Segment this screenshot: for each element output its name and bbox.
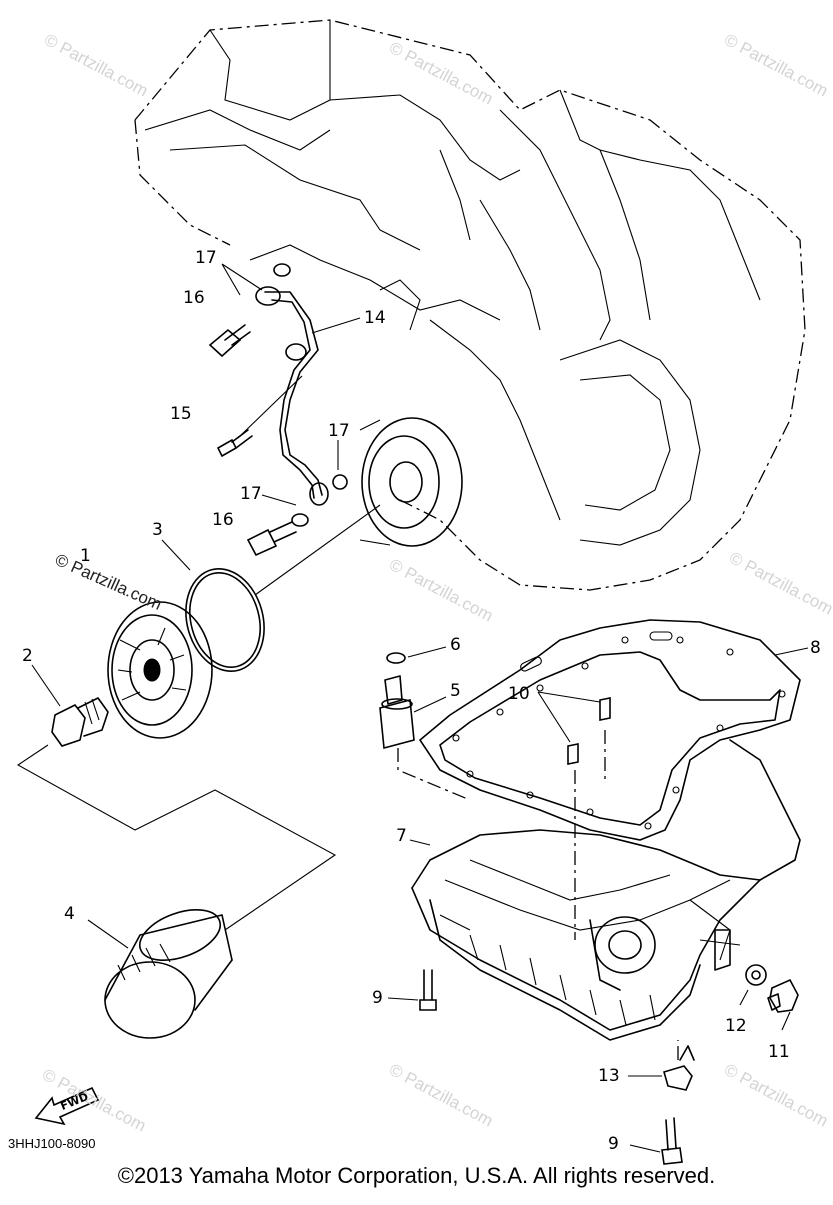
oil-pipe-assembly [208, 263, 361, 557]
callout-9: 9 [608, 1134, 619, 1154]
callout-1: 1 [80, 546, 91, 566]
callout-9: 9 [372, 988, 383, 1008]
oil-cooler [107, 601, 213, 739]
callout-16: 16 [183, 288, 205, 308]
union-bolt [31, 664, 109, 747]
fwd-arrow [34, 1086, 100, 1126]
callout-17: 17 [195, 248, 217, 268]
callout-5: 5 [450, 681, 461, 701]
pan-bolt-lower [629, 1117, 683, 1165]
oil-pan [409, 739, 801, 1041]
pan-bolt-left [387, 969, 437, 1011]
diagram-code: 3HHJ100-8090 [8, 1136, 96, 1151]
callout-8: 8 [810, 638, 821, 658]
callout-13: 13 [598, 1066, 620, 1086]
oil-filter [87, 909, 233, 1039]
clamp [628, 1040, 695, 1091]
callout-3: 3 [152, 520, 163, 540]
callout-11: 11 [768, 1042, 790, 1062]
callout-10: 10 [508, 684, 530, 704]
oil-pan-gasket [419, 619, 809, 841]
drain-bolt [739, 964, 799, 1031]
copyright-notice: ©2013 Yamaha Motor Corporation, U.S.A. A… [117, 1163, 716, 1188]
callout-6: 6 [450, 635, 461, 655]
callout-17: 17 [328, 421, 350, 441]
callout-16: 16 [212, 510, 234, 530]
strainer [379, 646, 471, 801]
o-ring [161, 504, 381, 672]
callout-12: 12 [725, 1016, 747, 1036]
callout-7: 7 [396, 826, 407, 846]
callout-14: 14 [364, 308, 386, 328]
engine-outline [134, 19, 806, 591]
dowel-pins [537, 691, 611, 940]
callout-15: 15 [170, 404, 192, 424]
callout-4: 4 [64, 904, 75, 924]
callout-2: 2 [22, 646, 33, 666]
callout-17: 17 [240, 484, 262, 504]
